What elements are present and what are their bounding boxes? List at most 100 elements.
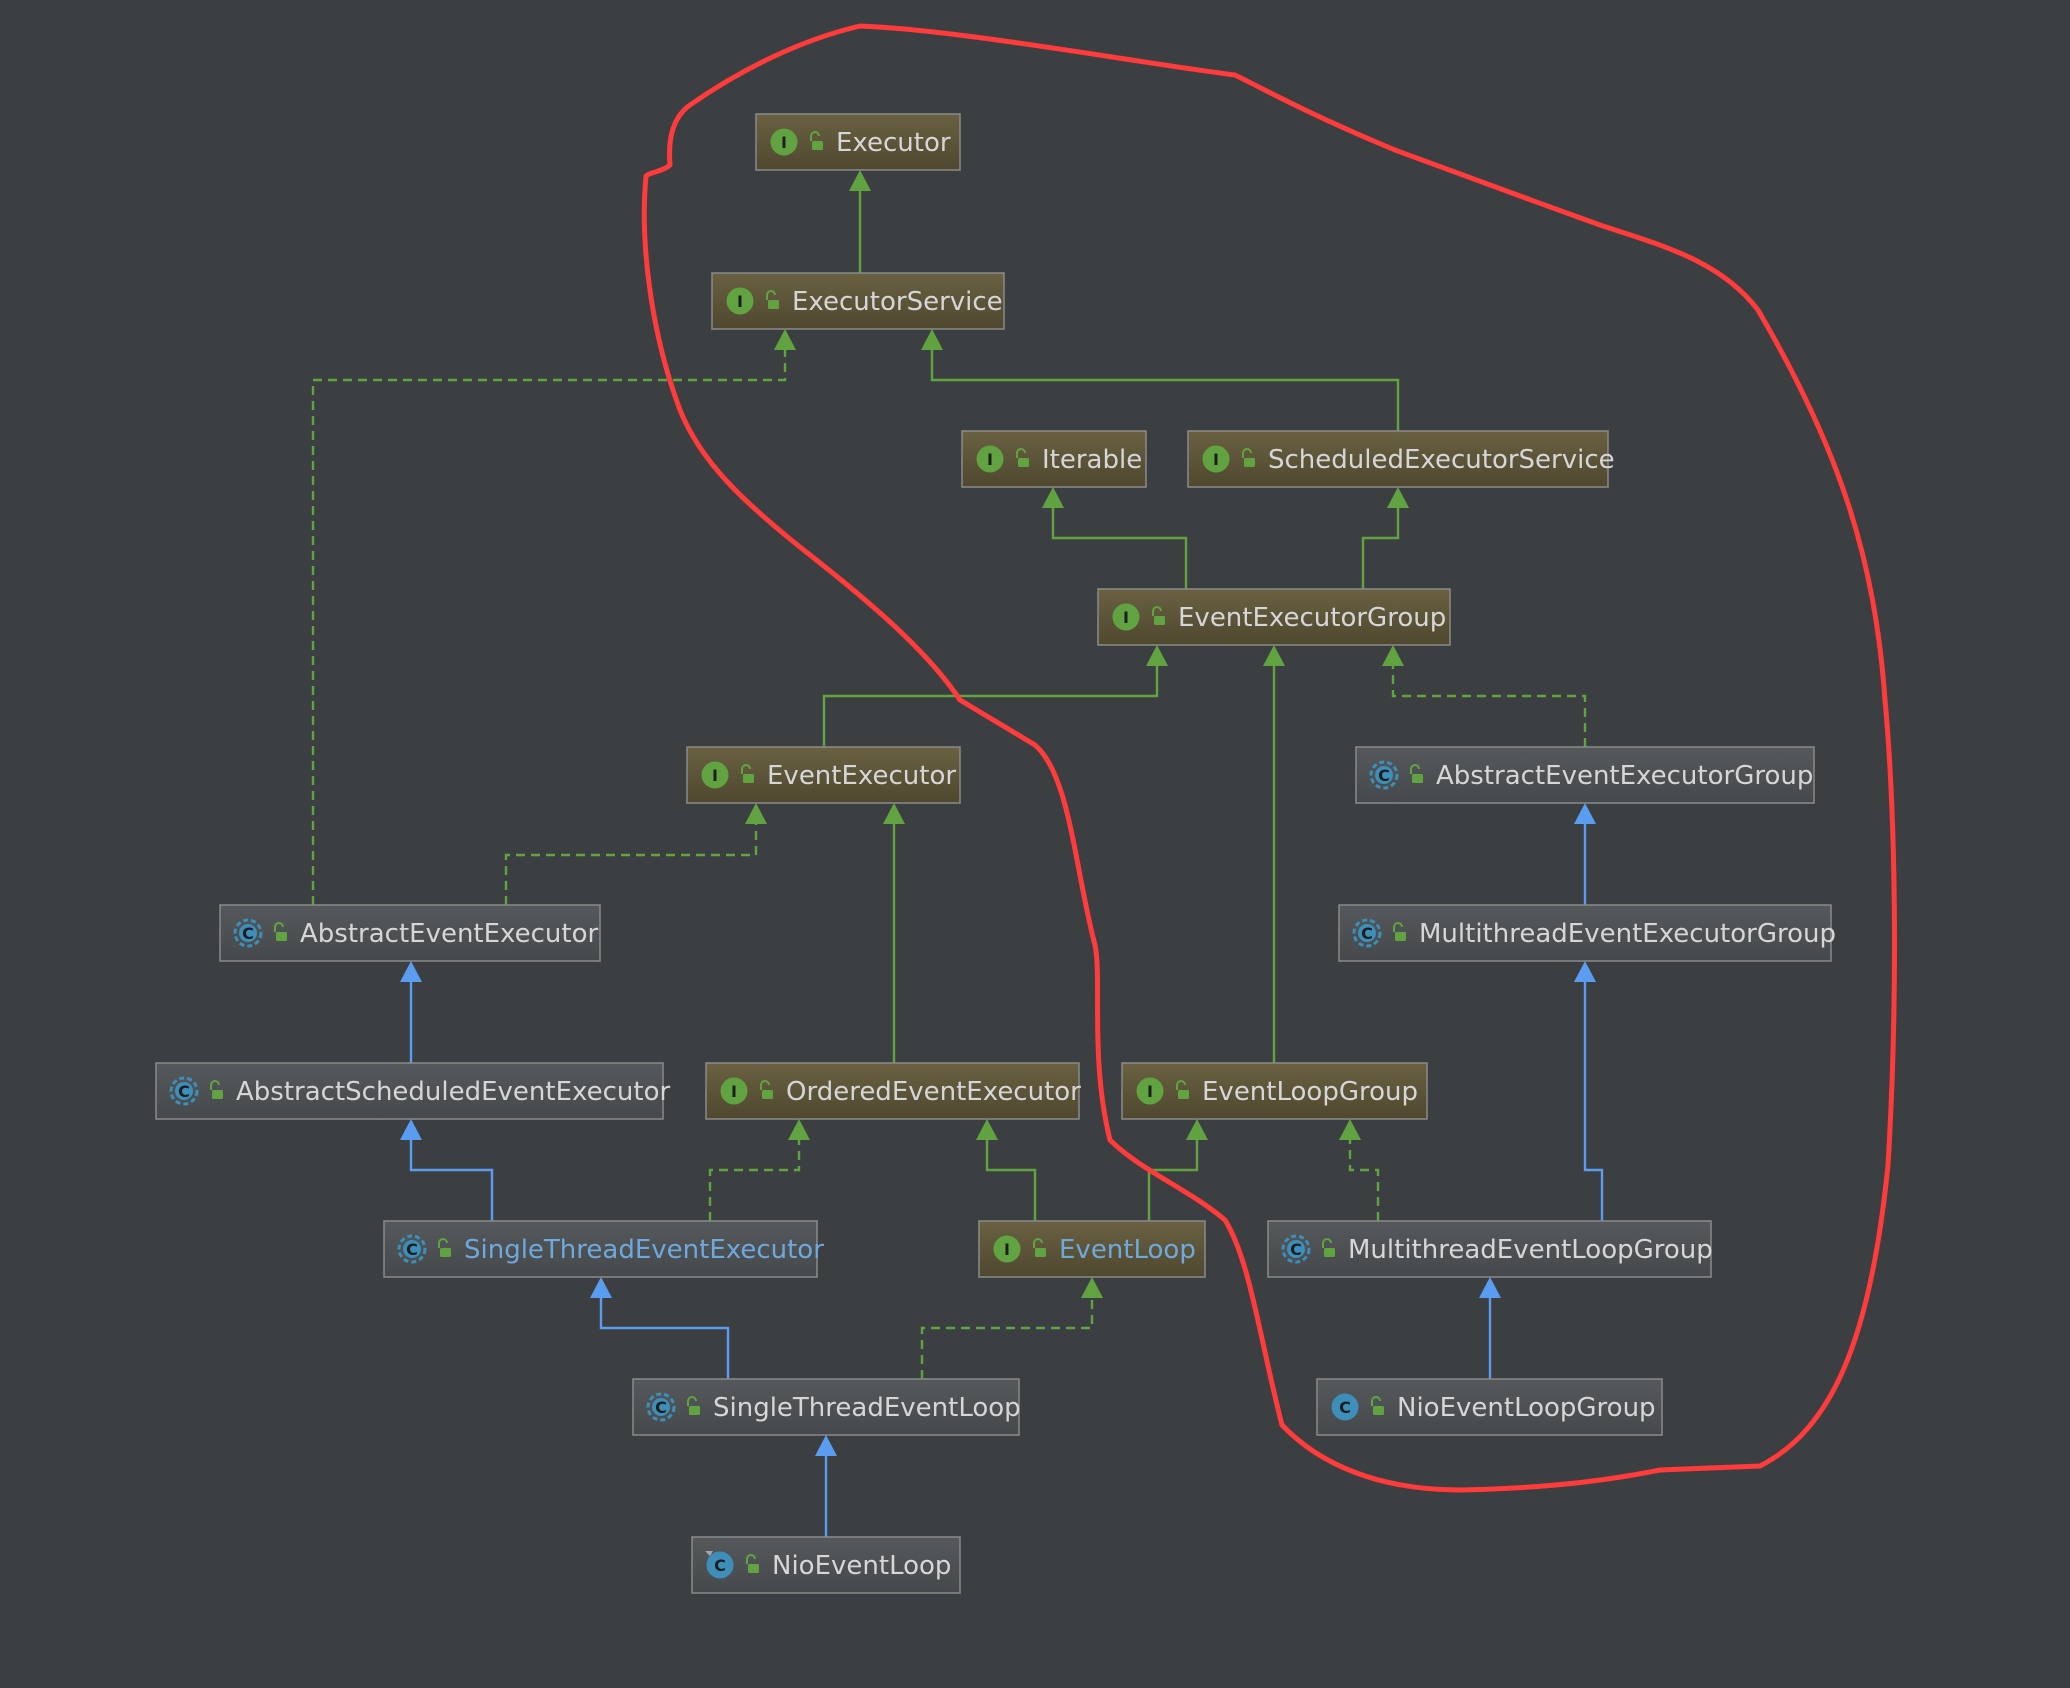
edge-line (311, 349, 787, 905)
node-label: AbstractScheduledEventExecutor (236, 1077, 670, 1107)
arrowhead (1574, 961, 1596, 982)
arrowhead (1042, 487, 1064, 508)
svg-text:I: I (1147, 1082, 1153, 1101)
node-label: Executor (836, 128, 951, 158)
interface-icon: I (720, 1077, 748, 1105)
arrowhead (1387, 487, 1409, 508)
node-event-executor[interactable]: I EventExecutor (686, 746, 961, 804)
edge-line (409, 1139, 494, 1221)
public-visibility-icon (1016, 448, 1029, 467)
svg-text:I: I (737, 292, 743, 311)
svg-text:C: C (178, 1082, 190, 1101)
node-label: NioEventLoop (772, 1551, 951, 1581)
node-box (711, 272, 1005, 330)
edge-nio-event-loop-group-to-multithread-event-loop-group (1479, 1277, 1501, 1379)
public-visibility-icon (760, 1080, 773, 1099)
node-label: AbstractEventExecutor (300, 919, 599, 949)
public-visibility-icon (687, 1396, 700, 1415)
edge-nio-event-loop-to-single-thread-event-loop (815, 1435, 837, 1537)
edge-event-executor-to-event-executor-group (822, 645, 1168, 747)
arrowhead (849, 170, 871, 191)
node-single-thread-event-executor[interactable]: C SingleThreadEventExecutor (383, 1220, 824, 1278)
edge-event-loop-group-to-event-executor-group (1263, 645, 1285, 1063)
interface-icon: I (993, 1235, 1021, 1263)
node-label: EventLoop (1059, 1235, 1196, 1265)
interface-icon: I (726, 287, 754, 315)
arrowhead (921, 329, 943, 350)
node-box (1338, 904, 1832, 962)
arrowhead (400, 1119, 422, 1140)
arrowhead (1263, 645, 1285, 666)
edge-line (822, 665, 1159, 747)
arrowhead (774, 329, 796, 350)
public-visibility-icon (1176, 1080, 1189, 1099)
svg-text:C: C (242, 924, 254, 943)
interface-icon: I (1136, 1077, 1164, 1105)
edge-line (1583, 981, 1604, 1221)
node-box (691, 1536, 961, 1594)
arrowhead (1382, 645, 1404, 666)
node-box (755, 113, 961, 171)
edge-line (920, 1297, 1094, 1379)
public-visibility-icon (210, 1080, 223, 1099)
interface-icon: I (701, 761, 729, 789)
node-multithread-event-executor-group[interactable]: C MultithreadEventExecutorGroup (1338, 904, 1836, 962)
node-label: MultithreadEventExecutorGroup (1419, 919, 1836, 949)
public-visibility-icon (274, 922, 287, 941)
arrowhead (745, 803, 767, 824)
edge-line (930, 349, 1400, 431)
edge-line (1391, 665, 1587, 747)
arrowhead (1574, 803, 1596, 824)
node-label: EventExecutor (767, 761, 956, 791)
abstract-class-icon: C (1281, 1234, 1311, 1264)
node-event-loop[interactable]: I EventLoop (978, 1220, 1206, 1278)
svg-text:C: C (1378, 766, 1390, 785)
node-abstract-event-executor[interactable]: C AbstractEventExecutor (219, 904, 601, 962)
node-abstract-scheduled-event-executor[interactable]: C AbstractScheduledEventExecutor (155, 1062, 670, 1120)
node-box (155, 1062, 664, 1120)
node-label: Iterable (1042, 445, 1142, 475)
node-label: EventExecutorGroup (1178, 603, 1446, 633)
abstract-class-icon: C (646, 1392, 676, 1422)
node-label: ScheduledExecutorService (1268, 445, 1615, 475)
edge-line (1051, 507, 1188, 589)
node-label: SingleThreadEventExecutor (464, 1235, 824, 1265)
final-class-icon: C (705, 1551, 734, 1579)
svg-text:C: C (406, 1240, 418, 1259)
edge-single-thread-event-loop-to-single-thread-event-executor (590, 1277, 730, 1379)
node-nio-event-loop[interactable]: C NioEventLoop (691, 1536, 961, 1594)
public-visibility-icon (810, 131, 823, 150)
edge-scheduled-executor-service-to-executor-service (921, 329, 1400, 431)
public-visibility-icon (1393, 922, 1406, 941)
node-event-loop-group[interactable]: I EventLoopGroup (1121, 1062, 1428, 1120)
svg-text:C: C (1361, 924, 1373, 943)
node-box (383, 1220, 818, 1278)
node-label: EventLoopGroup (1202, 1077, 1418, 1107)
arrowhead (1339, 1119, 1361, 1140)
node-box (686, 746, 961, 804)
edge-ordered-event-executor-to-event-executor (883, 803, 905, 1063)
edges-layer (311, 170, 1604, 1537)
edge-event-executor-group-to-scheduled-executor-service (1361, 487, 1409, 589)
node-box (1121, 1062, 1428, 1120)
edge-executor-service-to-executor (849, 170, 871, 273)
svg-text:I: I (731, 1082, 737, 1101)
edge-multithread-event-loop-group-to-multithread-event-executor-group (1574, 961, 1604, 1221)
edge-single-thread-event-executor-to-abstract-scheduled-event-executor (400, 1119, 494, 1221)
abstract-class-icon: C (397, 1234, 427, 1264)
public-visibility-icon (1033, 1238, 1046, 1257)
arrowhead (400, 961, 422, 982)
edge-abstract-event-executor-to-event-executor (504, 803, 767, 905)
